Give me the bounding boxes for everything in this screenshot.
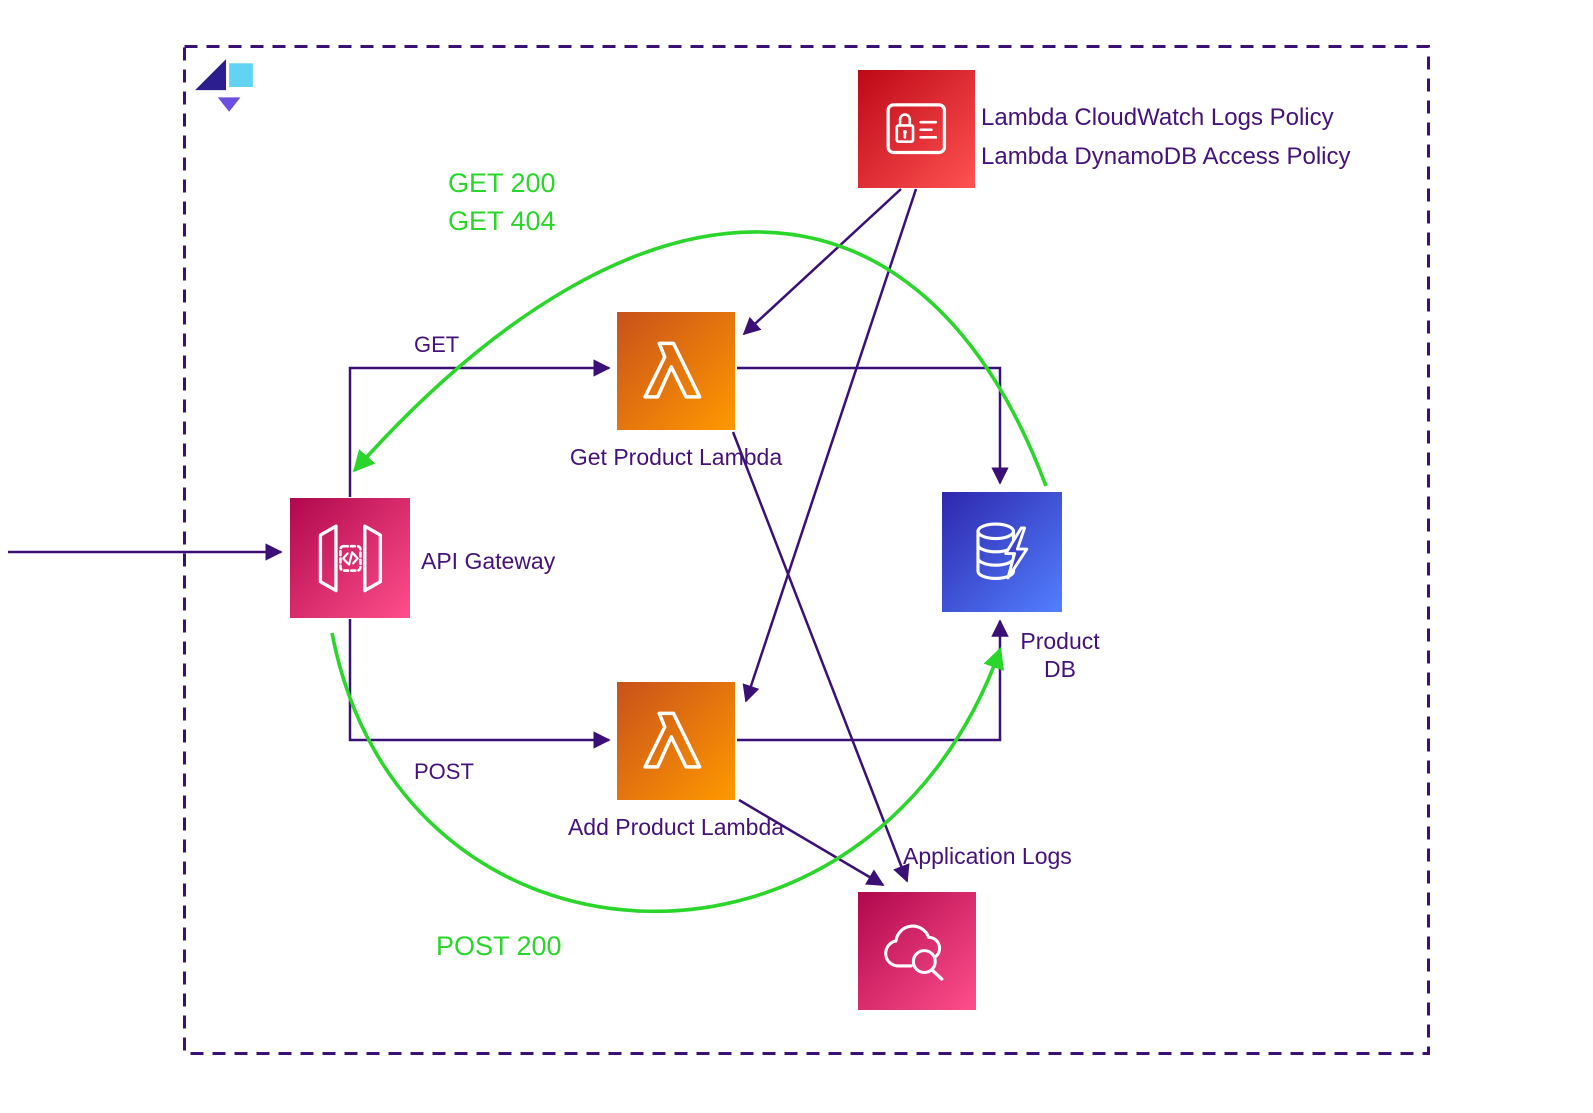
add-product-lambda-label: Add Product Lambda [567,814,785,840]
iam-policy-label-1: Lambda CloudWatch Logs Policy [981,104,1334,131]
dynamodb-icon [976,522,1028,580]
edge-get-response [352,230,1048,487]
node-add-product-lambda[interactable] [617,682,735,800]
iam-policy-icon [886,103,947,155]
application-logs-label: Application Logs [903,843,1072,869]
post-request-label: POST [414,759,474,784]
get-response-labels: GET 200 GET 404 [448,164,556,240]
node-product-db[interactable] [942,492,1062,612]
post-200-label: POST 200 [436,931,562,961]
node-api-gateway[interactable] [290,498,410,618]
get-404-label: GET 404 [448,206,556,236]
node-cloudwatch-logs[interactable] [858,892,976,1010]
get-product-lambda-label: Get Product Lambda [569,444,783,470]
edge-policy-to-addlambda [742,188,918,703]
api-gateway-icon [318,524,382,592]
lambda-icon [643,341,702,399]
get-request-label: GET [414,332,460,357]
edge-getlambda-to-db [737,366,1009,485]
iam-policy-label-2: Lambda DynamoDB Access Policy [981,143,1351,170]
cloudwatch-logs-icon [884,924,944,982]
edge-post-response [330,632,1004,914]
logo [192,52,258,122]
lambda-icon [643,711,702,769]
edge-addlambda-to-logs [738,798,885,887]
node-get-product-lambda[interactable] [617,312,735,430]
product-db-label-line2: DB [1044,656,1076,682]
product-db-label-line1: Product [1020,628,1100,654]
diagram-border [183,45,1430,1055]
edge-getlambda-to-logs [731,431,910,883]
product-db-label: Product DB [995,627,1125,683]
get-200-label: GET 200 [448,168,556,198]
edge-get-request [348,359,611,497]
logo-icon [195,59,253,112]
edge-addlambda-to-db [737,619,1009,742]
api-gateway-label: API Gateway [421,548,556,574]
iam-policy-labels: Lambda CloudWatch Logs Policy Lambda Dyn… [981,98,1351,176]
node-iam-policy[interactable] [858,70,975,188]
edge-policy-to-getlambda [742,188,902,336]
edge-post-request [348,619,611,749]
